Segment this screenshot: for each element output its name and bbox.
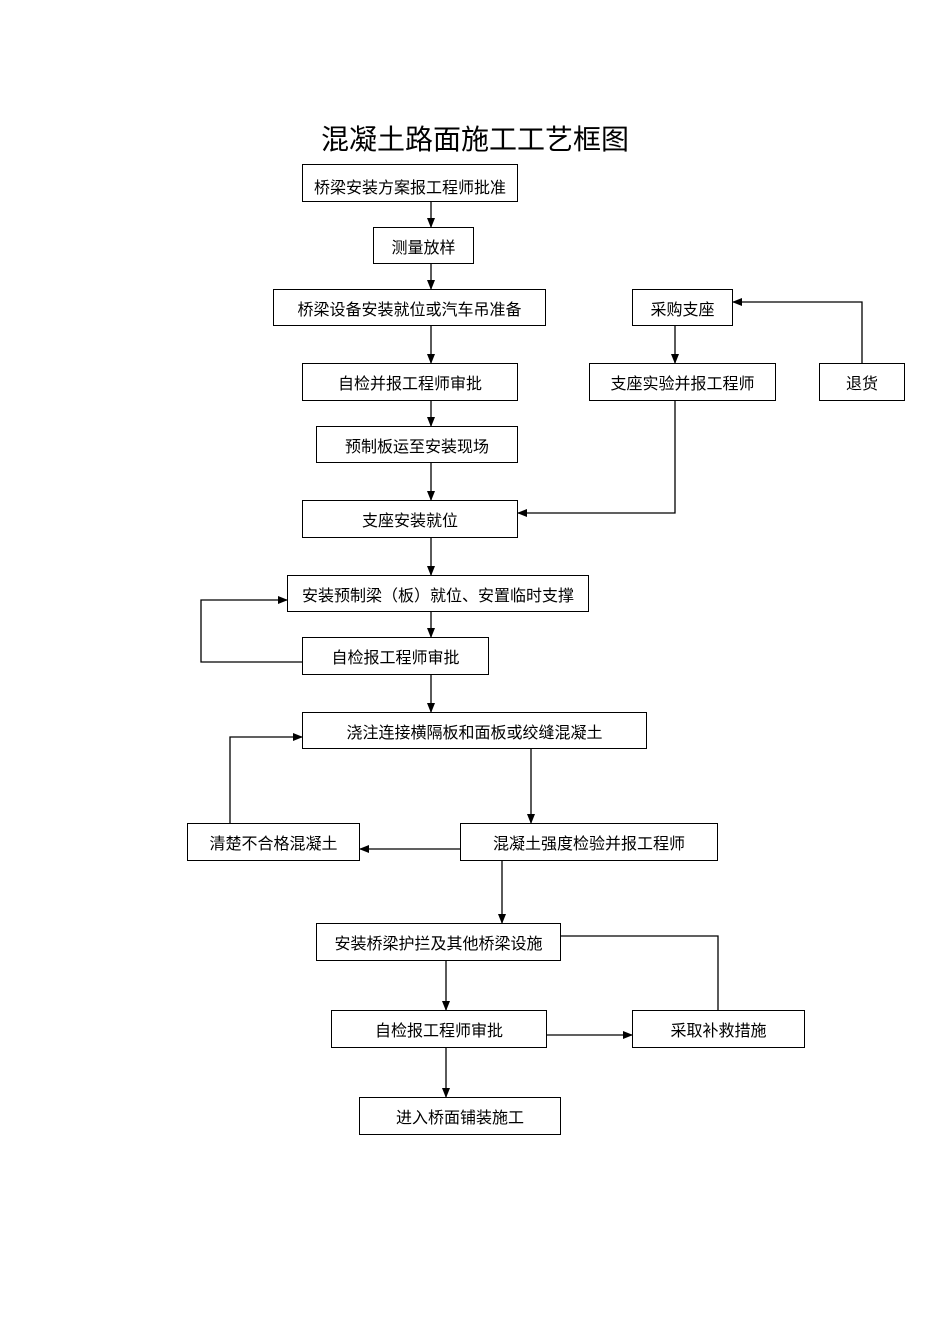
- node-bearing-install: 支座安装就位: [302, 500, 518, 538]
- node-self-check-1: 自检并报工程师审批: [302, 363, 518, 401]
- node-survey: 测量放样: [373, 227, 474, 264]
- node-plan-approval: 桥梁安装方案报工程师批准: [302, 164, 518, 202]
- node-beam-install: 安装预制梁（板）就位、安置临时支撑: [287, 575, 589, 612]
- node-bearing-test: 支座实验并报工程师: [589, 363, 776, 401]
- node-transport: 预制板运至安装现场: [316, 426, 518, 463]
- arrow-6-9: [517, 401, 676, 517]
- node-remedy: 采取补救措施: [632, 1010, 805, 1048]
- node-self-check-3: 自检报工程师审批: [331, 1010, 547, 1048]
- arrow-11-10-loop: [200, 596, 302, 663]
- arrow-17-15: [546, 932, 719, 1010]
- diagram-title: 混凝土路面施工工艺框图: [320, 123, 629, 156]
- node-self-check-2: 自检报工程师审批: [302, 637, 489, 675]
- node-railing-install: 安装桥梁护拦及其他桥梁设施: [316, 923, 561, 961]
- arrow-7-4: [732, 298, 863, 363]
- node-remove-concrete: 清楚不合格混凝土: [187, 823, 360, 861]
- node-buy-bearing: 采购支座: [632, 289, 733, 326]
- node-return: 退货: [819, 363, 905, 401]
- arrow-13-12-loop: [229, 733, 303, 823]
- node-deck-paving: 进入桥面铺装施工: [359, 1097, 561, 1135]
- node-strength-test: 混凝土强度检验并报工程师: [460, 823, 718, 861]
- node-pour-concrete: 浇注连接横隔板和面板或绞缝混凝土: [302, 712, 647, 749]
- node-equipment: 桥梁设备安装就位或汽车吊准备: [273, 289, 546, 326]
